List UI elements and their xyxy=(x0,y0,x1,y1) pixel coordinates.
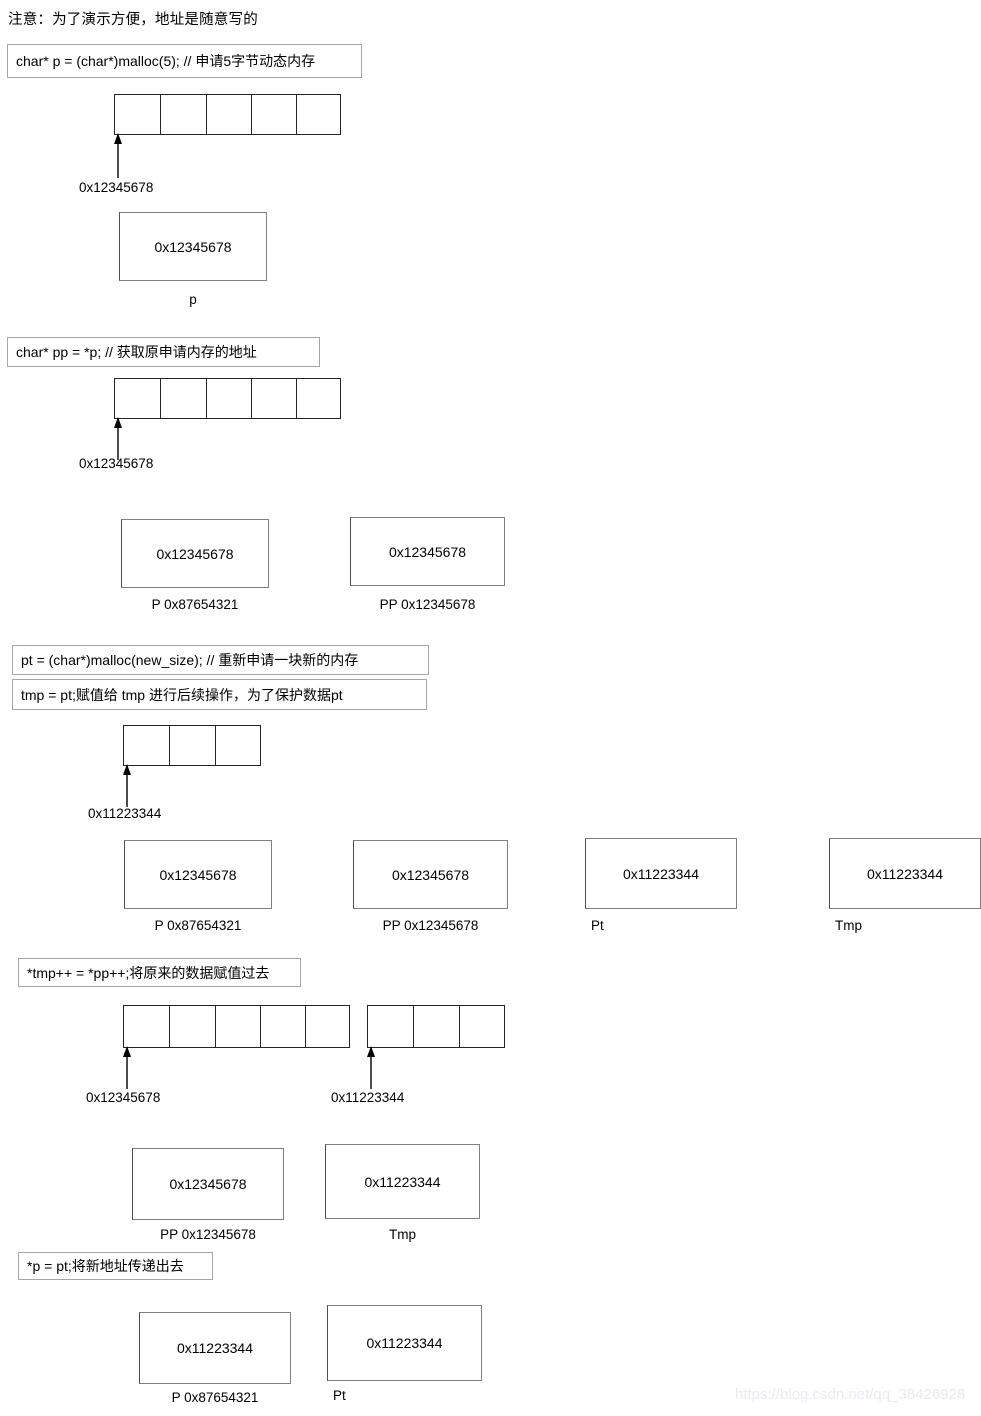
heap-cell xyxy=(251,94,296,135)
pointer-arrow-new-step-4 xyxy=(367,1046,375,1089)
heap-cell xyxy=(123,1005,169,1048)
heap-cell xyxy=(215,725,261,766)
heap-cell xyxy=(296,94,341,135)
heap-address-label-new-step-4: 0x11223344 xyxy=(331,1090,405,1105)
variable-box-pt-step-5: 0x11223344 xyxy=(327,1305,482,1381)
heap-cell xyxy=(296,378,341,419)
variable-caption-p-step-1: p xyxy=(189,292,197,307)
statement-box-step-1: char* p = (char*)malloc(5); // 申请5字节动态内存 xyxy=(7,44,362,78)
variable-caption-pp-step-3: PP 0x12345678 xyxy=(382,918,479,933)
variable-box-p-step-2: 0x12345678 xyxy=(121,519,269,588)
heap-cell xyxy=(367,1005,413,1048)
variable-caption-pt-step-3: Pt xyxy=(591,918,604,933)
statement-box-step-3b: tmp = pt;赋值给 tmp 进行后续操作，为了保护数据pt xyxy=(12,679,427,710)
variable-caption-pp-step-4: PP 0x12345678 xyxy=(160,1227,256,1242)
heap-cell xyxy=(251,378,296,419)
heap-cell xyxy=(123,725,169,766)
statement-box-step-4: *tmp++ = *pp++;将原来的数据赋值过去 xyxy=(18,958,301,987)
variable-caption-tmp-step-4: Tmp xyxy=(389,1227,416,1242)
variable-box-tmp-step-3: 0x11223344 xyxy=(829,838,981,909)
heap-cell xyxy=(260,1005,305,1048)
heap-address-label-step-2: 0x12345678 xyxy=(79,456,154,471)
heap-address-label-old-step-4: 0x12345678 xyxy=(86,1090,161,1105)
variable-caption-pp-step-2: PP 0x12345678 xyxy=(379,597,476,612)
variable-box-p-step-5: 0x11223344 xyxy=(139,1312,291,1384)
heap-cell xyxy=(206,94,251,135)
variable-caption-p-step-5: P 0x87654321 xyxy=(171,1390,259,1405)
heap-cell xyxy=(169,725,215,766)
heap-cell xyxy=(305,1005,350,1048)
heap-cells-step-1 xyxy=(114,94,341,135)
heap-cells-old-step-4 xyxy=(123,1005,350,1048)
statement-box-step-5: *p = pt;将新地址传递出去 xyxy=(18,1252,213,1280)
pointer-arrow-step-3 xyxy=(123,764,131,807)
heap-cell xyxy=(459,1005,505,1048)
variable-caption-p-step-2: P 0x87654321 xyxy=(151,597,239,612)
pointer-arrow-step-1 xyxy=(114,133,122,178)
heap-cell xyxy=(169,1005,215,1048)
heap-cell xyxy=(160,378,206,419)
variable-caption-tmp-step-3: Tmp xyxy=(835,918,862,933)
variable-box-pt-step-3: 0x11223344 xyxy=(585,838,737,909)
heap-cell xyxy=(114,94,160,135)
heap-cell xyxy=(160,94,206,135)
variable-box-p-step-3: 0x12345678 xyxy=(124,840,272,909)
heap-cells-step-2 xyxy=(114,378,341,419)
heap-cell xyxy=(413,1005,459,1048)
variable-box-tmp-step-4: 0x11223344 xyxy=(325,1144,480,1219)
heap-address-label-step-1: 0x12345678 xyxy=(79,180,154,195)
pointer-arrow-old-step-4 xyxy=(123,1046,131,1089)
heap-cell xyxy=(114,378,160,419)
statement-box-step-2: char* pp = *p; // 获取原申请内存的地址 xyxy=(7,337,320,367)
pointer-arrow-step-2 xyxy=(114,417,122,460)
note-text: 注意：为了演示方便，地址是随意写的 xyxy=(8,12,258,28)
heap-cells-step-3 xyxy=(123,725,261,766)
heap-cells-new-step-4 xyxy=(367,1005,505,1048)
statement-box-step-3a: pt = (char*)malloc(new_size); // 重新申请一块新… xyxy=(12,645,429,675)
variable-box-pp-step-2: 0x12345678 xyxy=(350,517,505,586)
variable-caption-pt-step-5: Pt xyxy=(333,1388,346,1403)
variable-box-pp-step-4: 0x12345678 xyxy=(132,1148,284,1220)
variable-box-pp-step-3: 0x12345678 xyxy=(353,840,508,909)
variable-caption-p-step-3: P 0x87654321 xyxy=(154,918,242,933)
heap-cell xyxy=(215,1005,260,1048)
variable-box-p-step-1: 0x12345678 xyxy=(119,212,267,281)
watermark-text: https://blog.csdn.net/qq_38426928 xyxy=(735,1386,966,1403)
heap-cell xyxy=(206,378,251,419)
heap-address-label-step-3: 0x11223344 xyxy=(88,806,162,821)
